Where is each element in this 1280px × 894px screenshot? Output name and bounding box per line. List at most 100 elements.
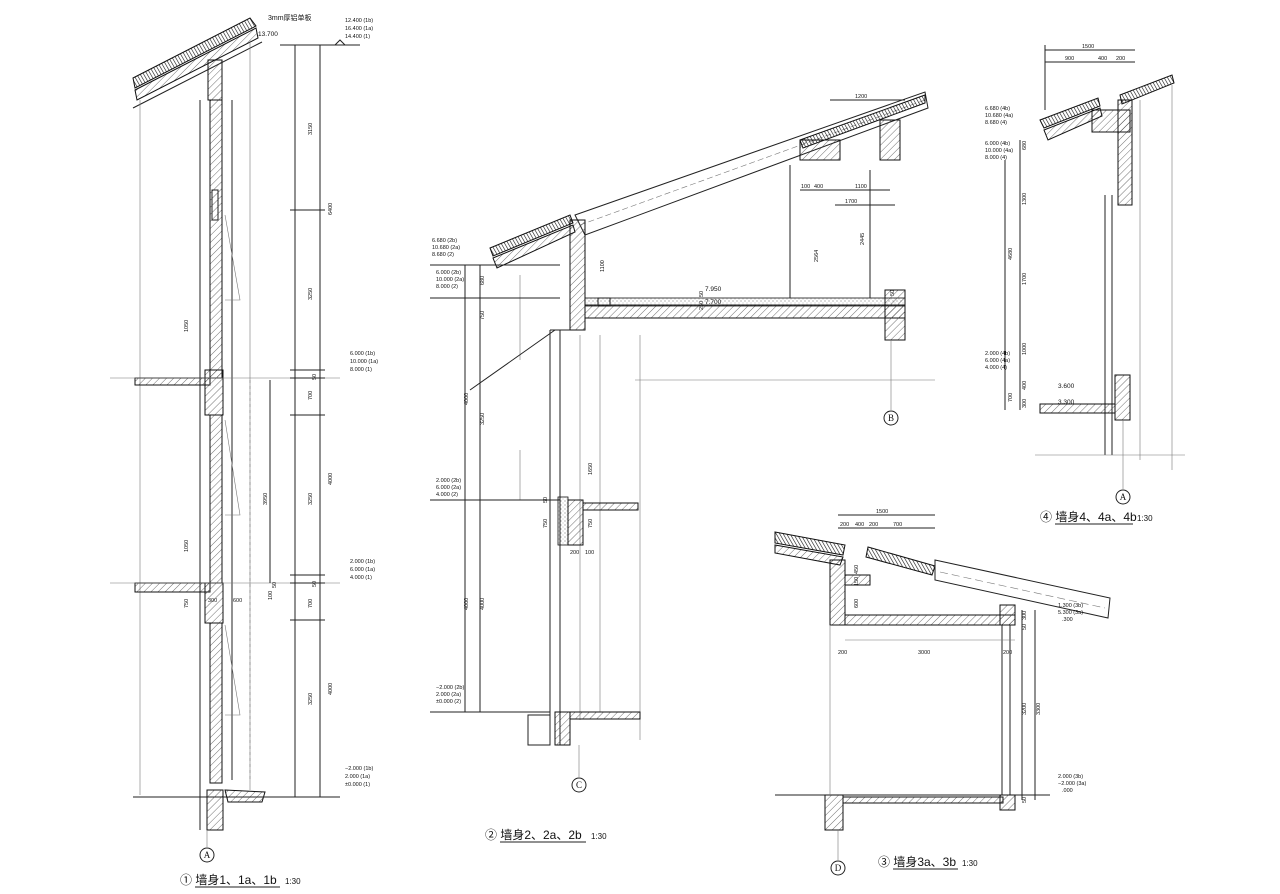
dimension-text: 200 bbox=[1116, 56, 1125, 62]
elevation-label: ±0.000 (1) bbox=[345, 782, 370, 788]
elevation-label: 6.000 (2a) bbox=[436, 485, 461, 491]
elevation-label: 10.000 (1a) bbox=[350, 359, 378, 365]
dimension-text: 4000 bbox=[328, 473, 334, 485]
dimension-text: 1000 bbox=[1022, 343, 1028, 355]
elevation-label: .300 bbox=[1062, 617, 1073, 623]
dimension-text: 700 bbox=[1008, 393, 1014, 402]
section-4: 6.680 (4b) 10.680 (4a) 8.680 (4) 6.000 (… bbox=[985, 44, 1185, 525]
dimension-text: 680 bbox=[480, 276, 486, 285]
dimension-text: 1700 bbox=[845, 199, 857, 205]
dimension-text: 300 bbox=[1022, 399, 1028, 408]
dimension-text: 4000 bbox=[480, 598, 486, 610]
dimension-text: 300 bbox=[208, 598, 217, 604]
dimension-text: 50 bbox=[699, 291, 705, 297]
foundation bbox=[206, 789, 224, 831]
section-scale: 1:30 bbox=[285, 877, 301, 886]
elevation-label: 8.000 (2) bbox=[436, 284, 458, 290]
axis-label: B bbox=[888, 413, 894, 423]
dimension-text: 1300 bbox=[1022, 193, 1028, 205]
elevation-label: 4.000 (2) bbox=[436, 492, 458, 498]
dimension-text: 3250 bbox=[308, 288, 314, 300]
dimension-text: 700 bbox=[308, 599, 314, 608]
axis-label: C bbox=[576, 780, 582, 790]
dimension-text: 200 bbox=[840, 522, 849, 528]
dimension-text: 200 bbox=[838, 650, 847, 656]
elevation-label: −2.000 (1b) bbox=[345, 766, 373, 772]
elevation-label: 2.000 (2b) bbox=[436, 478, 461, 484]
dimension-text: 1650 bbox=[588, 463, 594, 475]
dimension-text: 600 bbox=[233, 598, 242, 604]
dimension-text: 200 bbox=[869, 522, 878, 528]
axis-bubble bbox=[1115, 489, 1131, 505]
level-label: 3.300 bbox=[1058, 399, 1075, 406]
dimension-text: 400 bbox=[1098, 56, 1107, 62]
wall bbox=[1117, 99, 1133, 206]
roof-beam bbox=[207, 59, 223, 101]
elevation-label: 6.000 (4b) bbox=[985, 141, 1010, 147]
dimension-text: 150 bbox=[854, 577, 860, 586]
elevation-label: .000 bbox=[1062, 788, 1073, 794]
axis-label: A bbox=[1120, 492, 1127, 502]
elevation-label: 12.400 (1b) bbox=[345, 18, 373, 24]
elevation-label: 6.000 (1b) bbox=[350, 351, 375, 357]
dimension-text: 50 bbox=[272, 582, 278, 588]
dimension-text: 3300 bbox=[1036, 703, 1042, 715]
elevation-label: 10.000 (2a) bbox=[436, 277, 464, 283]
level-label: 13.700 bbox=[258, 31, 278, 38]
elevation-label: 10.680 (2a) bbox=[432, 245, 460, 251]
elevation-label: 6.680 (2b) bbox=[432, 238, 457, 244]
elevation-label: 4.000 (1) bbox=[350, 575, 372, 581]
section-title: ② 墙身2、2a、2b bbox=[485, 827, 582, 842]
elevation-label: 2.000 (3b) bbox=[1058, 774, 1083, 780]
dimension-text: 3150 bbox=[308, 123, 314, 135]
dimension-text: 600 bbox=[854, 599, 860, 608]
dimension-text: 2564 bbox=[814, 250, 820, 262]
dimension-text: 200 bbox=[1003, 650, 1012, 656]
dimension-text: 450 bbox=[854, 565, 860, 574]
elevation-label: −2.000 (3a) bbox=[1058, 781, 1086, 787]
elevation-label: 4.000 (4) bbox=[985, 365, 1007, 371]
floor-slab bbox=[134, 582, 211, 593]
axis-bubble bbox=[571, 777, 587, 793]
dimension-text: 50 bbox=[312, 581, 318, 587]
dimension-text: 50 bbox=[543, 497, 549, 503]
section-scale: 1:30 bbox=[591, 832, 607, 841]
dimension-text: 250 bbox=[699, 301, 705, 310]
dimension-text: 3250 bbox=[308, 493, 314, 505]
dimension-text: 3950 bbox=[263, 493, 269, 505]
dimension-text: 680 bbox=[1022, 141, 1028, 150]
dimension-text: 4680 bbox=[1008, 248, 1014, 260]
elevation-label: 5.300 (3a) bbox=[1058, 610, 1083, 616]
elevation-label: 6.000 (2b) bbox=[436, 270, 461, 276]
level-label: 3.600 bbox=[1058, 383, 1075, 390]
dimension-text: 400 bbox=[814, 184, 823, 190]
axis-bubble bbox=[883, 410, 899, 426]
section-title: ④ 墙身4、4a、4b bbox=[1040, 509, 1137, 524]
dimension-text: 1500 bbox=[1082, 44, 1094, 50]
dimension-text: 4000 bbox=[464, 393, 470, 405]
dimension-text: 400 bbox=[855, 522, 864, 528]
wall bbox=[569, 219, 586, 331]
floor-slab bbox=[584, 304, 906, 319]
elevation-label: −2.000 (2b) bbox=[436, 685, 464, 691]
dimension-text: 700 bbox=[893, 522, 902, 528]
elevation-label: ±0.000 (2) bbox=[436, 699, 461, 705]
level-label: 7.950 bbox=[705, 286, 722, 293]
wall bbox=[209, 99, 223, 379]
dimension-text: 1050 bbox=[184, 540, 190, 552]
elevation-label: 10.000 (4a) bbox=[985, 148, 1013, 154]
material-note: 3mm厚铝单板 bbox=[268, 13, 312, 22]
section-1: 13.700 3mm厚铝单板 12.400 (1b) 16.400 (1a) 1… bbox=[110, 13, 378, 888]
dimension-text: 3200 bbox=[1022, 703, 1028, 715]
elevation-label: 8.680 (2) bbox=[432, 252, 454, 258]
dimension-text: 100 bbox=[585, 550, 594, 556]
roof-slab bbox=[844, 614, 1016, 626]
elevation-label: 2.000 (4b) bbox=[985, 351, 1010, 357]
dimension-text: 750 bbox=[480, 311, 486, 320]
elevation-label: 8.680 (4) bbox=[985, 120, 1007, 126]
elevation-label: 14.400 (1) bbox=[345, 34, 370, 40]
section-2: 6.680 (2b) 10.680 (2a) 8.680 (2) 6.000 (… bbox=[430, 91, 935, 843]
dimension-text: 3250 bbox=[480, 413, 486, 425]
elevation-label: 16.400 (1a) bbox=[345, 26, 373, 32]
dimension-text: 750 bbox=[588, 519, 594, 528]
